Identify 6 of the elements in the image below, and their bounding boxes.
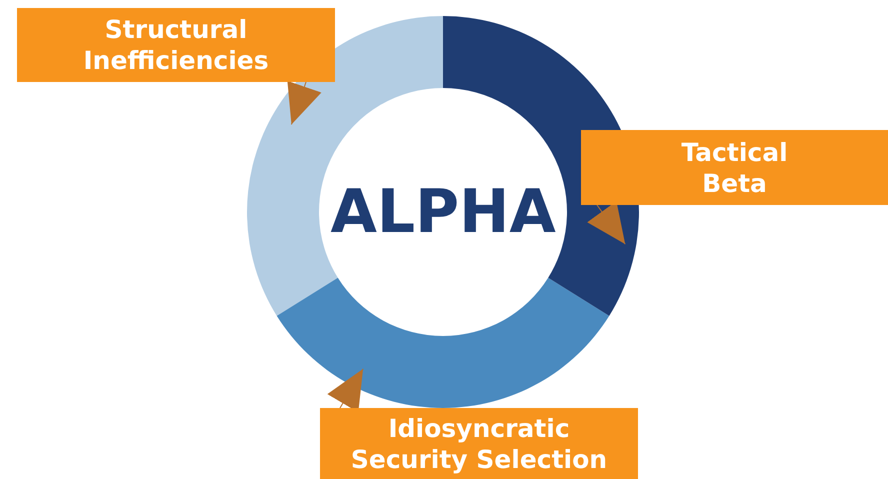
callout-box: Tactical Beta — [581, 130, 888, 205]
callout-box: Idiosyncratic Security Selection — [320, 408, 638, 479]
callout-box: Structural Inefficiencies — [17, 8, 335, 82]
center-title: ALPHA — [330, 177, 556, 247]
callout-pointer — [287, 80, 322, 125]
donut-segment — [276, 278, 610, 408]
